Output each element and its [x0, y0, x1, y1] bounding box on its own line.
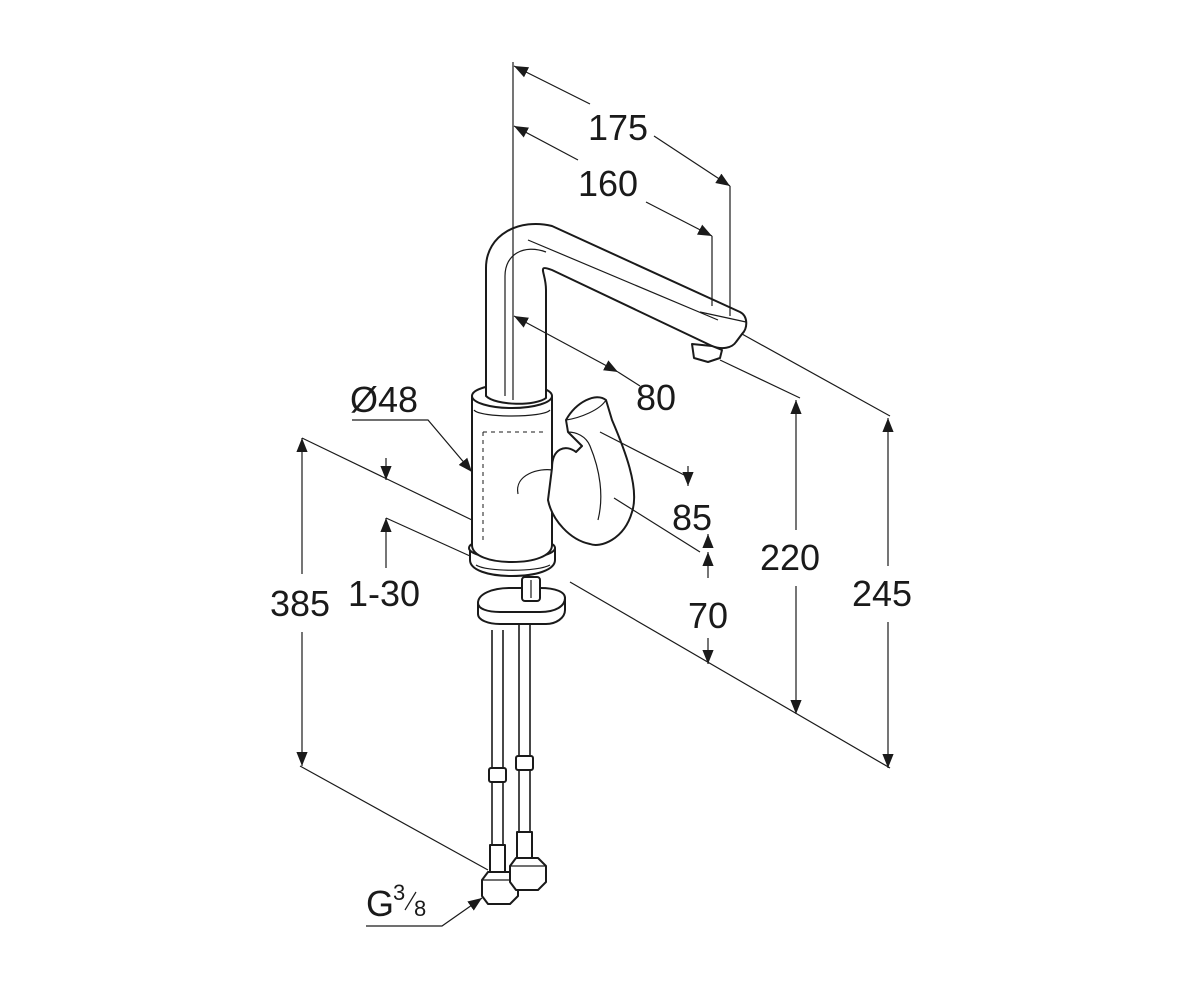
extension-lines: [299, 62, 891, 871]
dimension-labels: 175 160 80 Ø48 85 70 1-30 220 245 385 G …: [270, 107, 912, 924]
dim-80-line: [513, 315, 619, 373]
dim-245-label: 245: [852, 573, 912, 614]
hose-connector-nuts: [481, 857, 547, 905]
dim-diameter-leader: [352, 419, 473, 473]
svg-text:G: G: [366, 883, 394, 924]
dim-160-label: 160: [578, 163, 638, 204]
svg-text:3: 3: [393, 880, 405, 905]
dim-175-line: [513, 65, 591, 105]
dim-1-30-label: 1-30: [348, 573, 420, 614]
dim-thread-leader: [366, 897, 483, 927]
dim-70-label: 70: [688, 595, 728, 636]
mounting-bracket: [477, 576, 566, 625]
dim-175-label: 175: [588, 107, 648, 148]
supply-hoses: [488, 615, 534, 876]
dim-80-label: 80: [636, 377, 676, 418]
svg-text:8: 8: [414, 896, 426, 921]
dim-diameter-label: Ø48: [350, 379, 418, 420]
dim-160-line: [513, 125, 579, 161]
dimension-lines: [296, 65, 894, 927]
dim-thread-label: G 3 8: [366, 880, 426, 924]
faucet-illustration: [468, 222, 748, 905]
dim-385-label: 385: [270, 583, 330, 624]
faucet-lever-handle: [517, 396, 636, 546]
dim-85-label: 85: [672, 497, 712, 538]
faucet-body: [471, 383, 553, 563]
dim-220-label: 220: [760, 537, 820, 578]
faucet-spout: [485, 222, 748, 405]
